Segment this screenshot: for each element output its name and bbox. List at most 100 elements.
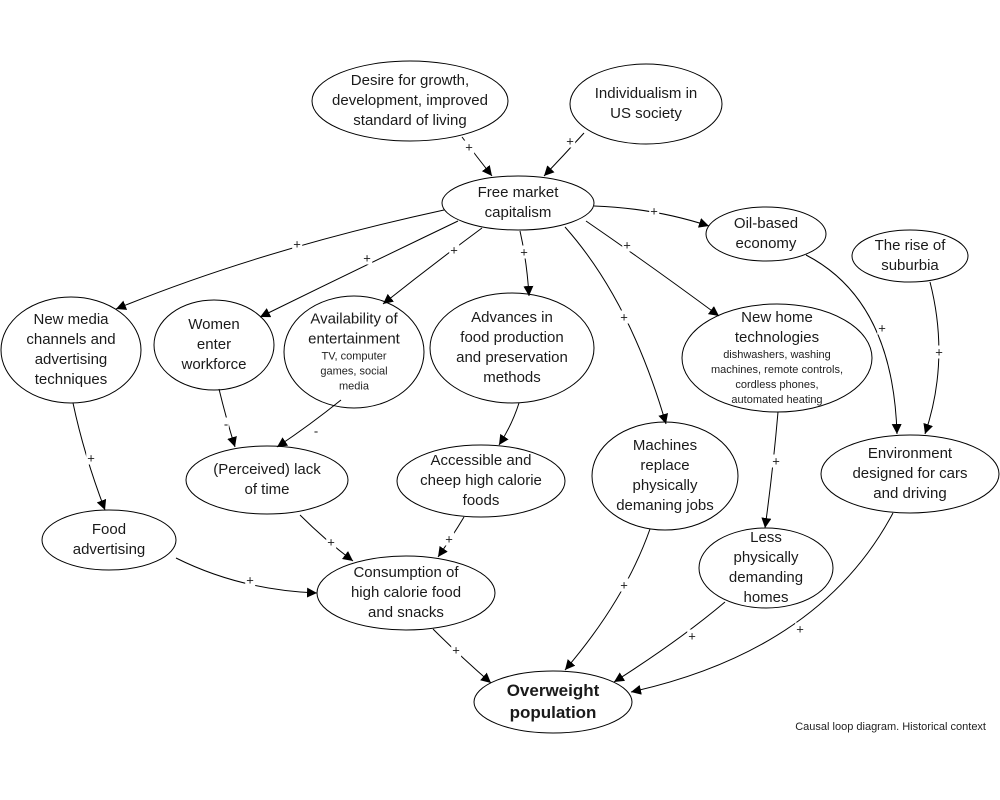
polarity-label: +: [86, 450, 96, 466]
edge-suburbia-to-environment: [923, 281, 940, 435]
node-label-line: capitalism: [484, 204, 552, 221]
node-home-tech-shape: [681, 303, 873, 413]
node-label-line: entertainment: [308, 330, 400, 348]
node-oil: Oil-based economy: [734, 214, 798, 254]
edge-environment-to-overweight: [630, 512, 894, 695]
node-label-line: advertising: [72, 541, 146, 558]
edge-capitalism-to-entertainment: [382, 227, 483, 305]
edge-entertainment-to-lack-time: [276, 399, 342, 448]
node-label-line: Availability of: [310, 310, 398, 328]
node-label-line: Machines: [632, 437, 698, 454]
edge-capitalism-to-food-advances: [519, 230, 534, 297]
edge-desire-to-capitalism: [461, 136, 493, 177]
node-label-line: New media: [33, 311, 109, 328]
node-consumption-shape: [316, 555, 496, 631]
node-label-line: methods: [483, 369, 541, 386]
node-food-ad: Food advertising: [73, 520, 146, 560]
edge-capitalism-to-home-tech: [585, 220, 720, 317]
node-capitalism-shape: [441, 175, 595, 231]
node-label-line: standard of living: [353, 112, 467, 129]
node-label-line: Oil-based: [733, 215, 799, 232]
node-women-shape: [153, 299, 275, 391]
node-label-line: of time: [244, 481, 290, 498]
node-overweight-shape: [473, 670, 633, 734]
node-desire-shape: [311, 60, 509, 142]
node-label-line: Overweight: [506, 681, 600, 700]
node-label-line: high calorie food: [350, 584, 462, 601]
node-label-line: economy: [735, 235, 797, 252]
node-label-line: Advances in: [471, 309, 553, 326]
edge-food-advances-to-accessible: [498, 402, 520, 446]
node-machines-shape: [591, 421, 739, 531]
node-label-line: Accessible and: [430, 452, 532, 469]
edge-individualism-to-capitalism: [543, 132, 585, 177]
node-label-line: Free market: [477, 184, 559, 201]
polarity-label: +: [619, 577, 629, 593]
node-less-demanding-shape: [698, 527, 834, 609]
node-individualism-shape: [569, 63, 723, 145]
node-label-line: and snacks: [368, 604, 444, 621]
node-lack-time: (Perceived) lack of time: [213, 460, 321, 500]
node-label-line: and driving: [873, 485, 947, 502]
node-entertainment-shape: [283, 295, 425, 409]
node-label-line: Less: [750, 529, 782, 546]
node-label-line: Desire for growth,: [350, 72, 470, 89]
polarity-label: +: [619, 309, 629, 325]
polarity-label: +: [687, 628, 697, 644]
polarity-label: +: [362, 250, 372, 266]
node-label-line: The rise of: [874, 237, 946, 254]
node-women: Women enter workforce: [181, 315, 246, 375]
polarity-label: +: [451, 642, 461, 658]
node-oil-shape: [705, 206, 827, 262]
edge-oil-to-environment: [805, 254, 902, 435]
node-sublabel-line: TV, computer: [321, 350, 387, 363]
polarity-label: +: [649, 203, 659, 219]
node-label-line: replace: [640, 457, 690, 474]
polarity-label: +: [519, 244, 529, 260]
node-label-line: cheep high calorie: [420, 472, 542, 489]
edge-capitalism-to-women: [259, 220, 459, 318]
node-label-line: US society: [610, 105, 682, 122]
node-label-line: enter: [196, 336, 232, 353]
node-environment-shape: [820, 434, 1000, 514]
node-label-line: (Perceived) lack: [213, 461, 321, 478]
node-label-line: techniques: [34, 371, 108, 388]
node-label-line: demanding: [728, 569, 804, 586]
node-label-line: advertising: [34, 351, 108, 368]
node-sublabel-line: dishwashers, washing: [723, 349, 831, 361]
node-label-line: Environment: [867, 445, 953, 462]
edge-capitalism-to-machines: [564, 226, 669, 425]
edge-home-tech-to-less-demanding: [761, 411, 779, 529]
edge-machines-to-overweight: [564, 528, 651, 671]
node-label-line: Women: [188, 316, 240, 333]
node-label-line: Food: [91, 521, 127, 538]
edge-lack-time-to-consumption: [299, 514, 354, 562]
node-label-line: designed for cars: [852, 465, 968, 482]
polarity-label: +: [771, 453, 781, 469]
node-label-line: foods: [462, 492, 500, 509]
node-media-shape: [0, 296, 142, 404]
node-accessible-shape: [396, 444, 566, 518]
node-label-line: and preservation: [456, 349, 568, 366]
node-label-line: homes: [743, 589, 789, 606]
polarity-label: +: [444, 531, 454, 547]
edge-capitalism-to-media: [115, 209, 445, 310]
node-sublabel-line: cordless phones,: [735, 379, 819, 391]
polarity-label: +: [245, 572, 255, 588]
polarity-label: +: [934, 344, 944, 360]
polarity-label: +: [622, 237, 632, 253]
node-label-line: Consumption of: [353, 564, 459, 581]
node-label-line: workforce: [181, 356, 247, 373]
polarity-label: -: [312, 423, 320, 439]
polarity-label: +: [795, 621, 805, 637]
polarity-label: +: [449, 242, 459, 258]
node-label-line: food production: [460, 329, 564, 346]
polarity-label: +: [565, 133, 575, 149]
